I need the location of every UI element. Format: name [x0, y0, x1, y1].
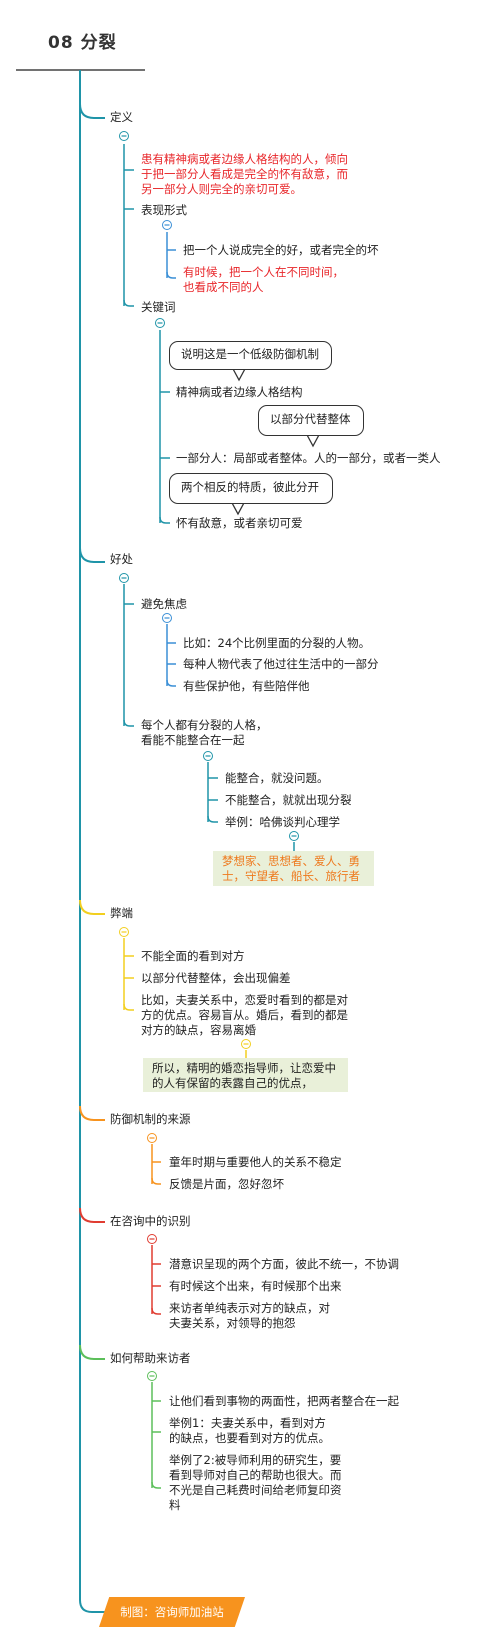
help-item-3-line-4: 料 — [169, 1498, 181, 1512]
callout-part-for-whole: 以部分代替整体 — [258, 405, 364, 436]
help-item-1: 让他们看到事物的两面性，把两者整合在一起 — [169, 1394, 399, 1408]
node-forms[interactable]: 表现形式 — [141, 203, 187, 217]
help-item-2-line-1: 举例1：夫妻关系中，看到对方 — [169, 1416, 326, 1430]
node-everyone-split-line-2[interactable]: 看能不能整合在一起 — [141, 733, 245, 747]
collapse-toggle-icon[interactable] — [162, 613, 172, 623]
collapse-toggle-icon[interactable] — [147, 1133, 157, 1143]
definition-text-line-3: 另一部分人则完全的亲切可爱。 — [141, 182, 302, 196]
collapse-toggle-icon[interactable] — [155, 318, 165, 328]
brand-banner: 制图：咨询师加油站 — [99, 1597, 245, 1627]
avoid-anxiety-item-1: 比如：24个比例里面的分裂的人物。 — [183, 636, 371, 650]
collapse-toggle-icon[interactable] — [147, 1234, 157, 1244]
recognition-item-3-line-1: 来访者单纯表示对方的缺点，对 — [169, 1301, 330, 1315]
node-keywords[interactable]: 关键词 — [141, 300, 176, 314]
origin-item-1: 童年时期与重要他人的关系不稳定 — [169, 1155, 342, 1169]
matchmaker-note-line-1: 所以，精明的婚恋指导师，让恋爱中 — [152, 1061, 336, 1075]
collapse-toggle-icon[interactable] — [162, 220, 172, 230]
example-roles-line-2: 士，守望者、船长、旅行者 — [222, 869, 360, 883]
drawback-item-3-line-1: 比如，夫妻关系中，恋爱时看到的都是对 — [141, 993, 348, 1007]
drawback-item-1: 不能全面的看到对方 — [141, 949, 245, 963]
forms-item-1: 把一个人说成完全的好，或者完全的坏 — [183, 243, 379, 257]
node-recognition[interactable]: 在咨询中的识别 — [110, 1214, 191, 1228]
callout-opposite-traits: 两个相反的特质，彼此分开 — [169, 473, 333, 504]
callout-text: 说明这是一个低级防御机制 — [181, 347, 319, 361]
node-everyone-split-line-1[interactable]: 每个人都有分裂的人格， — [141, 718, 268, 732]
node-definition[interactable]: 定义 — [110, 110, 133, 124]
drawback-item-3-line-2: 方的优点。容易盲从。婚后，看到的都是 — [141, 1008, 348, 1022]
node-help[interactable]: 如何帮助来访者 — [110, 1351, 191, 1365]
definition-text-line-2: 于把一部分人看成是完全的怀有敌意，而 — [141, 167, 348, 181]
collapse-toggle-icon[interactable] — [241, 1039, 251, 1049]
help-item-2-line-2: 的缺点，也要看到对方的优点。 — [169, 1431, 330, 1445]
callout-text: 以部分代替整体 — [270, 412, 351, 426]
integrate-item-3: 举例：哈佛谈判心理学 — [225, 815, 340, 829]
integrate-item-1: 能整合，就没问题。 — [225, 771, 329, 785]
collapse-toggle-icon[interactable] — [119, 131, 129, 141]
example-roles-box: 梦想家、思想者、爱人、勇 士，守望者、船长、旅行者 — [213, 851, 374, 886]
collapse-toggle-icon[interactable] — [147, 1371, 157, 1381]
recognition-item-1: 潜意识呈现的两个方面，彼此不统一，不协调 — [169, 1257, 399, 1271]
help-item-3-line-3: 不光是自己耗费时间给老师复印资 — [169, 1483, 342, 1497]
keyword-item-2: 一部分人：局部或者整体。人的一部分，或者一类人 — [176, 451, 441, 465]
map-title: 08 分裂 — [48, 33, 117, 53]
recognition-item-3-line-2: 夫妻关系，对领导的抱怨 — [169, 1316, 296, 1330]
callout-text: 两个相反的特质，彼此分开 — [181, 480, 319, 494]
avoid-anxiety-item-3: 有些保护他，有些陪伴他 — [183, 679, 310, 693]
collapse-toggle-icon[interactable] — [119, 927, 129, 937]
forms-item-2-line-1: 有时候，把一个人在不同时间， — [183, 265, 344, 279]
node-avoid-anxiety[interactable]: 避免焦虑 — [141, 597, 187, 611]
matchmaker-note-line-2: 的人有保留的表露自己的优点， — [152, 1076, 313, 1090]
drawback-item-2: 以部分代替整体，会出现偏差 — [141, 971, 291, 985]
definition-text-line-1: 患有精神病或者边缘人格结构的人，倾向 — [141, 152, 348, 166]
matchmaker-note-box: 所以，精明的婚恋指导师，让恋爱中 的人有保留的表露自己的优点， — [143, 1058, 348, 1092]
node-origin[interactable]: 防御机制的来源 — [110, 1112, 191, 1126]
collapse-toggle-icon[interactable] — [203, 751, 213, 761]
keyword-item-3: 怀有敌意，或者亲切可爱 — [176, 516, 303, 530]
collapse-toggle-icon[interactable] — [289, 831, 299, 841]
avoid-anxiety-item-2: 每种人物代表了他过往生活中的一部分 — [183, 657, 379, 671]
collapse-toggle-icon[interactable] — [119, 573, 129, 583]
callout-low-level-defense: 说明这是一个低级防御机制 — [169, 341, 332, 370]
recognition-item-2: 有时候这个出来，有时候那个出来 — [169, 1279, 342, 1293]
help-item-3-line-1: 举例了2:被导师利用的研究生，要 — [169, 1453, 342, 1467]
forms-item-2-line-2: 也看成不同的人 — [183, 280, 264, 294]
keyword-item-1: 精神病或者边缘人格结构 — [176, 385, 303, 399]
integrate-item-2: 不能整合，就就出现分裂 — [225, 793, 352, 807]
example-roles-line-1: 梦想家、思想者、爱人、勇 — [222, 854, 360, 868]
node-benefits[interactable]: 好处 — [110, 552, 133, 566]
help-item-3-line-2: 看到导师对自己的帮助也很大。而 — [169, 1468, 342, 1482]
node-drawbacks[interactable]: 弊端 — [110, 906, 133, 920]
origin-item-2: 反馈是片面，忽好忽坏 — [169, 1177, 284, 1191]
drawback-item-3-line-3: 对方的缺点，容易离婚 — [141, 1023, 256, 1037]
